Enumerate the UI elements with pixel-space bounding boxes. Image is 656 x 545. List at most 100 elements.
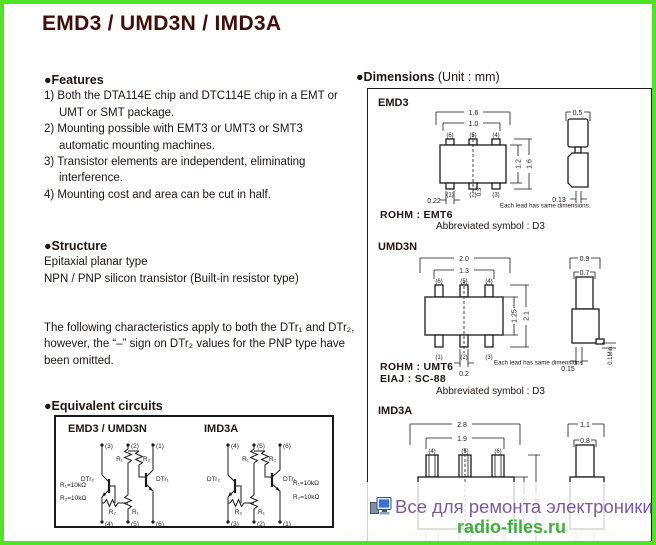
dim-side-inner-width: 0.7: [580, 270, 590, 277]
pin-label: (1): [156, 443, 164, 450]
dim-inner-width: 1.0: [469, 121, 479, 128]
pin-number: (4): [492, 133, 499, 139]
resistor-label: R₂: [269, 456, 277, 463]
package-name-emd3: EMD3: [378, 97, 409, 109]
page-title: EMD3 / UMD3N / IMD3A: [42, 12, 282, 35]
package-drawing-emd3: 1.6 1.0 (6) (5) (4) (1) (2) (3) 1.2 1.6 …: [427, 110, 591, 205]
package-name-imd3a: IMD3A: [378, 405, 413, 417]
resistor-value: R₂=10kΩ: [293, 494, 319, 501]
resistor-label: R₂: [235, 509, 243, 516]
emd3-side-view: [565, 111, 591, 203]
pin-label: (3): [231, 521, 239, 527]
eiaj-package-label: EIAJ : SC-88: [380, 373, 447, 385]
pin-number: (5): [469, 133, 476, 139]
resistor-value: R₁=10kΩ: [60, 482, 86, 489]
feature-item-4: 4) Mounting cost and area can be cut in …: [44, 188, 271, 201]
pin-number: (2): [460, 355, 467, 361]
dim-lead-width: 0.2: [459, 371, 469, 378]
pin-label: (4): [231, 443, 239, 450]
circuit-wiring: [226, 443, 282, 524]
pin-label: (6): [156, 521, 164, 527]
dimensions-heading-label: ●Dimensions: [356, 70, 435, 84]
pin-label: (5): [257, 443, 265, 450]
pin-label: (4): [105, 521, 113, 527]
pin-label: (2): [257, 521, 265, 527]
circuit-title-imd3a: IMD3A: [204, 423, 239, 435]
structure-heading: ●Structure: [44, 239, 108, 253]
structure-section: ●Structure Epitaxial planar type NPN / P…: [44, 238, 350, 287]
dim-side-width: 1.1: [580, 422, 590, 429]
dim-outer-width: 2.8: [457, 422, 467, 429]
pin-number: (4): [485, 279, 492, 285]
circuit-diagram-imd3a: (4) (5) (6) (3) (2) (1) R₁ R₂ R₂ R₁ DTr₂…: [207, 443, 320, 527]
structure-note: The following characteristics apply to b…: [44, 322, 355, 367]
equivalent-circuits-heading: ●Equivalent circuits: [44, 399, 163, 413]
pin-number: (3): [485, 355, 492, 361]
dim-standoff: 0.1Min.: [608, 345, 614, 365]
lead-note: Each lead has same dimensions.: [500, 203, 591, 210]
dim-lead-thickness: 0.13: [552, 197, 566, 204]
pin-number: (6): [494, 449, 501, 455]
pin-label: (2): [131, 443, 139, 450]
dim-outer-width: 2.0: [459, 256, 469, 263]
dim-overall-height: 1.6: [527, 159, 534, 169]
pin-number: (2): [469, 193, 476, 199]
watermark-text: Все для ремонта электроники: [395, 496, 653, 517]
dimensions-box: EMD3 1.6 1.0 (6): [367, 88, 652, 541]
dim-lead-thickness: 0.15: [561, 366, 575, 373]
pin-label: (6): [283, 443, 291, 450]
pin-label: (5): [131, 521, 139, 527]
feature-item-2: 2) Mounting possible with EMT3 or UMT3 o…: [44, 123, 303, 152]
dim-inner-width: 1.9: [457, 436, 467, 443]
resistor-label: R₂: [109, 509, 117, 516]
circuit-wiring: [100, 443, 155, 524]
watermark-site: radio-files.ru: [457, 517, 567, 537]
pin-number: (5): [460, 279, 467, 285]
pin-label: (1): [283, 521, 291, 527]
transistor-label: DTr₂: [81, 476, 95, 483]
rohm-package-label: ROHM : EMT6: [380, 209, 453, 221]
watermark-computer-icon: [370, 497, 392, 515]
dim-side-width: 0.5: [573, 110, 583, 117]
package-name-umd3n: UMD3N: [378, 241, 418, 253]
lead-note: Each lead has same dimensions: [494, 360, 583, 367]
transistor-label: DTr₁: [283, 476, 297, 483]
pin-label: (3): [105, 443, 113, 450]
resistor-label: R₁: [242, 456, 250, 463]
equivalent-circuits-box: EMD3 / UMD3N IMD3A (3) (2) (1) (4): [54, 415, 334, 528]
dim-lead-width: 0.22: [427, 198, 441, 205]
dimensions-heading: ●Dimensions (Unit : mm): [356, 70, 500, 84]
dim-body-height: 1.2: [516, 159, 523, 169]
dim-inner-width: 1.3: [459, 268, 469, 275]
resistor-value: R₂=10kΩ: [60, 495, 86, 502]
structure-line-2: NPN / PNP silicon transistor (Built-in r…: [44, 272, 299, 285]
circuit-title-emd3-umd3n: EMD3 / UMD3N: [68, 423, 147, 435]
dim-outer-width: 1.6: [469, 110, 479, 117]
resistor-value: R₁=10kΩ: [293, 480, 319, 487]
abbreviated-symbol: Abbreviated symbol : D3: [436, 221, 545, 232]
resistor-label: R₁: [116, 456, 124, 463]
dim-side-width: 0.9: [580, 256, 590, 263]
transistor-label: DTr₂: [207, 476, 221, 483]
feature-item-3: 3) Transistor elements are independent, …: [44, 156, 306, 185]
rohm-package-label: ROHM : UMT6: [380, 361, 454, 373]
feature-item-1: 1) Both the DTA114E chip and DTC114E chi…: [44, 90, 338, 119]
pin-number: (1): [435, 355, 442, 361]
dim-lead-length: 0.3: [477, 187, 483, 196]
transistor-label: DTr₁: [156, 476, 170, 483]
dim-overall-height: 2.1: [524, 311, 531, 321]
features-heading: ●Features: [44, 73, 104, 87]
dim-body-height: 1.25: [512, 309, 519, 323]
features-section: ●Features 1) Both the DTA114E chip and D…: [44, 72, 350, 203]
abbreviated-symbol: Abbreviated symbol : D3: [436, 386, 545, 397]
umd3n-top-view: [419, 257, 529, 367]
umd3n-side-view: [569, 257, 616, 365]
pin-number: (3): [492, 193, 499, 199]
pin-number: (1): [446, 193, 453, 199]
resistor-label: R₂: [143, 456, 151, 463]
pin-number: (6): [435, 279, 442, 285]
resistor-label: R₁: [132, 509, 140, 516]
dim-side-inner-width: 0.8: [580, 438, 590, 445]
structure-line-1: Epitaxial planar type: [44, 256, 148, 269]
